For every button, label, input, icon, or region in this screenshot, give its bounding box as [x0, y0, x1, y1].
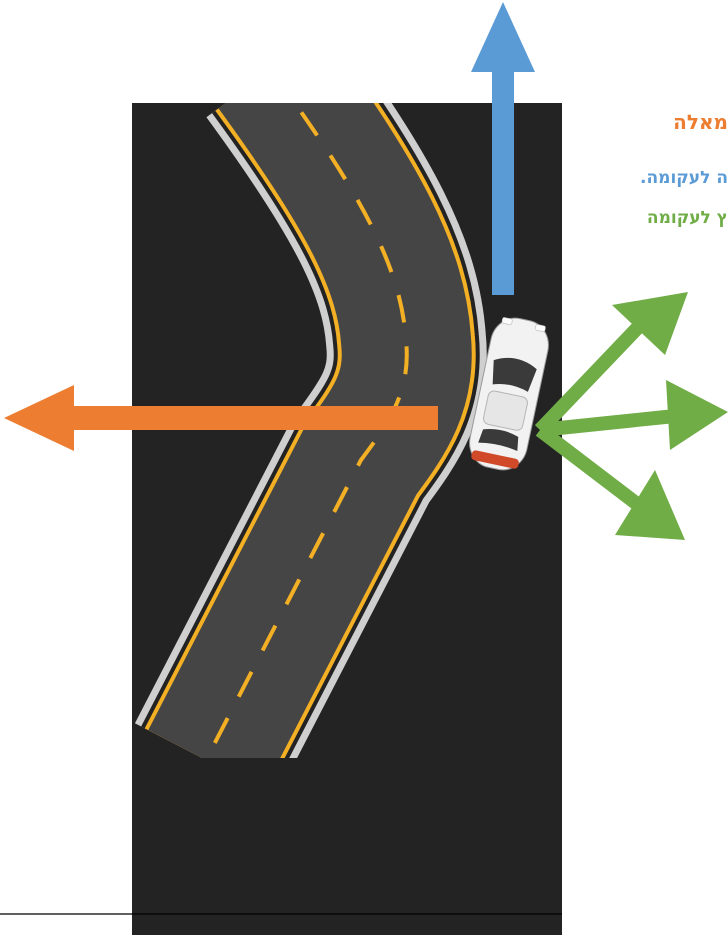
arrows-right-group [534, 292, 728, 540]
road-center-dashed-line [204, 103, 409, 761]
arrow-left-icon [4, 385, 438, 451]
arrow-right-icon [539, 380, 728, 450]
arrow-up-right-icon [534, 292, 688, 435]
road-bottom-cut [132, 758, 562, 935]
arrow-up-icon [471, 2, 535, 295]
car-icon [469, 317, 549, 471]
caption-title: מאלה [673, 110, 728, 134]
caption-green-line: ץ לעקומה [646, 208, 728, 228]
caption-blue-line: ה לעקומה. [640, 168, 728, 188]
arrow-down-right-icon [535, 424, 685, 540]
